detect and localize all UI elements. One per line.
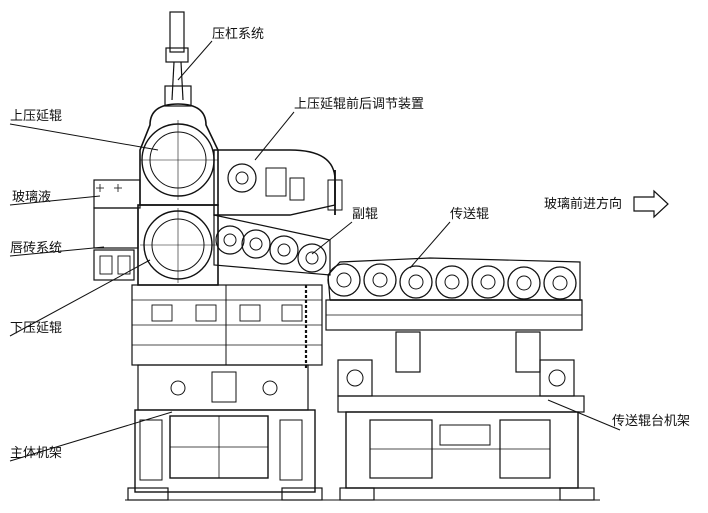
pressure-rod — [164, 11, 192, 107]
label-lower-roller: 下压延辊 — [10, 321, 62, 336]
label-glass-liquid: 玻璃液 — [12, 190, 51, 205]
label-upper-roller: 上压延辊 — [10, 109, 62, 124]
lower-roller-housing — [137, 204, 219, 286]
upper-roller-housing — [139, 103, 219, 206]
lip-brick-block — [93, 179, 141, 281]
transfer-roller — [507, 266, 541, 300]
transfer-roller — [327, 263, 361, 297]
direction-arrow — [633, 189, 669, 219]
label-pressure-rod-system: 压杠系统 — [212, 26, 264, 42]
auxiliary-rollers — [213, 214, 331, 276]
transfer-roller — [435, 265, 469, 299]
adjusting-device — [213, 149, 343, 216]
label-glass-direction: 玻璃前进方向 — [544, 196, 622, 212]
transfer-table-frame — [325, 299, 595, 501]
aux-roller — [215, 225, 245, 255]
label-lip-brick-system: 唇砖系统 — [10, 241, 62, 256]
label-transfer-roller-frame: 传送辊台机架 — [612, 414, 690, 429]
aux-roller — [297, 243, 327, 273]
transfer-roller — [543, 266, 577, 300]
transfer-roller — [363, 263, 397, 297]
main-frame — [127, 284, 323, 501]
aux-roller — [241, 229, 271, 259]
label-transfer-roller: 传送辊 — [450, 207, 489, 222]
transfer-roller — [471, 265, 505, 299]
label-main-frame: 主体机架 — [10, 446, 62, 461]
leader-lines — [9, 40, 621, 462]
transfer-roller — [399, 265, 433, 299]
aux-roller — [269, 235, 299, 265]
transfer-rollers — [327, 257, 582, 301]
label-upper-roller-adjuster: 上压延辊前后调节装置 — [294, 96, 424, 112]
label-auxiliary-roller: 副辊 — [352, 207, 378, 222]
